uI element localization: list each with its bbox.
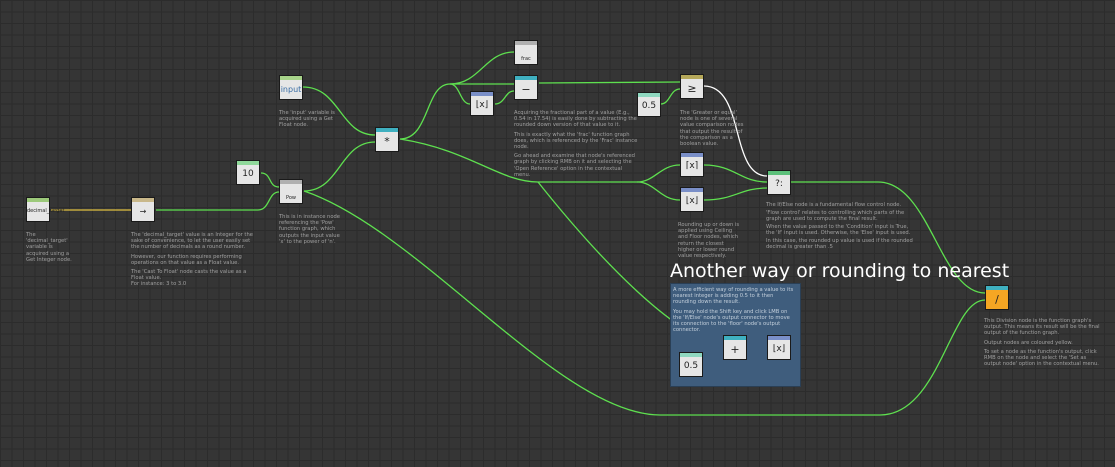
node-label: −	[521, 83, 531, 96]
wire-reroute-floor	[449, 83, 471, 105]
greater-or-equal-node[interactable]: ≥	[680, 74, 704, 99]
cast-to-float-node[interactable]: →	[131, 197, 155, 222]
frame-comment: A more efficient way of rounding a value…	[673, 287, 794, 334]
comment-pow: This is in instance node referencing the…	[279, 214, 340, 245]
node-label: /	[995, 293, 999, 306]
comment-ifelse: The If/Else node is a fundamental flow c…	[766, 202, 913, 250]
constant-10-node[interactable]: 10	[236, 160, 260, 185]
node-label: →	[139, 207, 147, 216]
node-label: decimal_target	[27, 208, 65, 214]
floor-node[interactable]: ⌊x⌋	[470, 91, 494, 116]
floor-node-3[interactable]: ⌊x⌋	[767, 335, 791, 360]
wire-half-gte	[660, 88, 681, 105]
wire-reroute-frac	[449, 51, 515, 85]
node-label: +	[730, 343, 740, 356]
comment-input: The 'input' variable is acquired using a…	[279, 110, 335, 129]
node-label: input	[280, 85, 302, 94]
subtract-node[interactable]: −	[514, 75, 538, 100]
add-node[interactable]: +	[723, 335, 747, 360]
comment-gte: The 'Greater or equal' node is one of se…	[680, 110, 744, 148]
wire-floor-ifelse	[703, 187, 768, 201]
node-label: 10	[242, 169, 254, 179]
node-label: Pow	[286, 195, 296, 201]
wire-round-floor	[636, 181, 681, 201]
get-input-node[interactable]: input	[279, 75, 303, 100]
node-label: ?:	[775, 179, 783, 189]
multiply-node[interactable]: *	[375, 127, 399, 152]
comment-decimal: The 'decimal_target' variable is acquire…	[26, 232, 72, 263]
floor-node-2[interactable]: ⌊x⌋	[680, 187, 704, 212]
node-label: ⌊x⌋	[475, 100, 489, 110]
wire-cast-pow	[156, 191, 280, 211]
node-label: frac	[521, 56, 531, 62]
node-label: ⌊x⌋	[685, 196, 699, 206]
comment-divide: This Division node is the function graph…	[984, 318, 1100, 368]
wire-ten-pow	[260, 172, 280, 188]
comment-frac: Acquiring the fractional part of a value…	[514, 110, 638, 178]
ceil-node[interactable]: ⌈x⌉	[680, 152, 704, 177]
frac-instance-node[interactable]: frac	[514, 40, 538, 65]
comment-round: Rounding up or down is applied using Cei…	[678, 222, 740, 260]
comment-cast: The 'decimal_target' value is an Integer…	[131, 232, 253, 288]
node-label: 0.5	[683, 361, 699, 371]
get-decimal-target-node[interactable]: decimal_target	[26, 197, 65, 222]
wire-pow-mul	[303, 141, 376, 192]
node-label: 0.5	[641, 101, 657, 111]
wire-round-ceil	[636, 164, 681, 183]
wire-mul-reroute	[399, 83, 451, 140]
node-label: ≥	[687, 82, 697, 95]
node-label: ⌊x⌋	[772, 344, 786, 354]
wire-ceil-ifelse	[703, 164, 768, 183]
pow-instance-node[interactable]: Pow	[279, 179, 303, 204]
frame-title: Another way or rounding to nearest	[670, 260, 1010, 282]
if-else-node[interactable]: ?:	[767, 170, 791, 195]
node-label: ⌈x⌉	[685, 161, 699, 171]
wire-sub-gte	[538, 81, 681, 84]
node-label: *	[384, 135, 390, 148]
divide-output-node[interactable]: /	[985, 285, 1009, 310]
constant-half-node-2[interactable]: 0.5	[679, 352, 703, 377]
wire-floor-sub	[494, 90, 515, 105]
constant-half-node[interactable]: 0.5	[637, 92, 661, 117]
